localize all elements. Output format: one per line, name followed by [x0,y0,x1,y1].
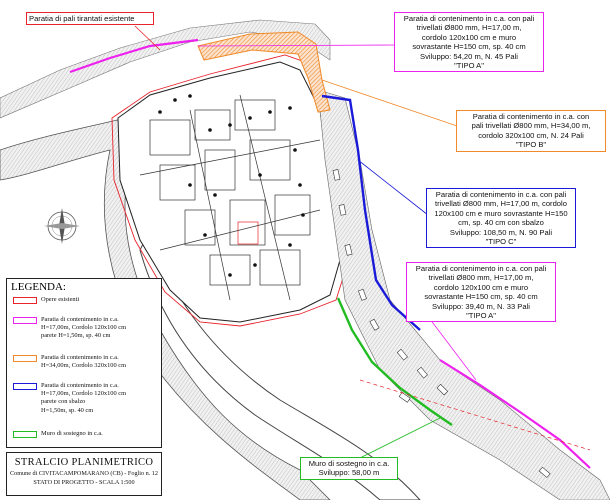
slope-corridor [317,89,610,500]
site-platform [117,61,341,323]
tipo-a-bottom-wall [439,359,591,469]
parked-cars [332,169,551,478]
drawing-title: STRALCIO PLANIMETRICO [14,457,154,468]
muro-sostegno-wall [336,297,453,426]
terrain-band [0,19,331,119]
callout-tipo-b: Paratia di contenimento in c.a. con pali… [456,110,606,152]
legend-swatch-existing [13,297,37,304]
title-block: STRALCIO PLANIMETRICO Comune di CIVITACA… [6,452,162,496]
legend: LEGENDA: Opere esistenti Paratia di cont… [6,278,162,448]
legend-swatch-tipo-b [13,355,37,362]
tipo-c-wall [321,94,421,331]
tipo-a-top-wall [69,38,199,74]
legend-swatch-muro [13,431,37,438]
legend-title: LEGENDA: [11,281,66,293]
drawing-location: Comune di CIVITACAMPOMARANO (CB) - Fogli… [9,470,158,477]
tipo-b-wall [197,31,331,113]
building-blocks [139,94,321,301]
callout-tipo-a-top: Paratia di contenimento in c.a. con pali… [394,12,544,73]
callout-tipo-a-bottom: Paratia di contenimento in c.a. con pali… [406,262,556,323]
boundary-dashed-line [359,379,591,451]
legend-swatch-tipo-a [13,317,37,324]
existing-wall-label: Paratia di pali tirantati esistente [26,12,154,26]
legend-swatch-tipo-c [13,383,37,390]
compass-rose-icon [44,208,80,244]
callout-tipo-c: Paratia di contenimento in c.a. con pali… [426,188,576,249]
tree-markers [158,94,305,277]
drawing-status-scale: STATO DI PROGETTO - SCALA 1:500 [33,479,135,486]
muro-sostegno-label: Muro di sostegno in c.a. Sviluppo: 58,00… [300,457,398,480]
